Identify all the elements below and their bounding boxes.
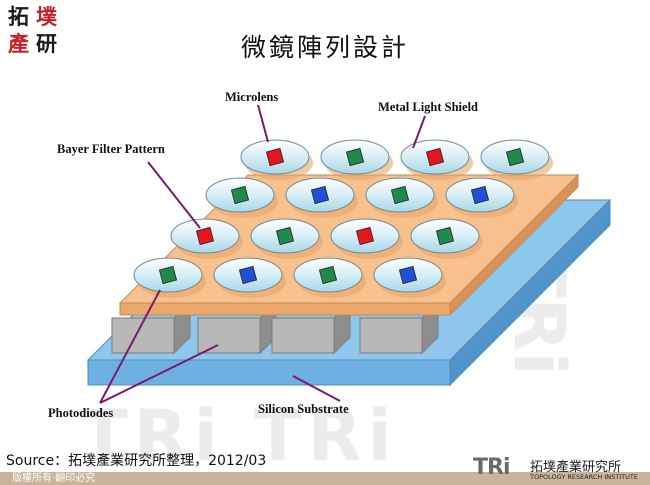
microlens bbox=[480, 139, 553, 180]
bayer-filter-blue bbox=[470, 185, 490, 205]
watermark-text: TRi TRi bbox=[80, 395, 398, 477]
microlens bbox=[213, 257, 286, 298]
label-bayer-filter: Bayer Filter Pattern bbox=[57, 142, 165, 156]
microlens bbox=[365, 177, 438, 218]
microlens bbox=[240, 139, 313, 180]
microlens-layer bbox=[133, 139, 553, 298]
photodiode bbox=[197, 317, 261, 354]
microlens bbox=[293, 257, 366, 298]
bayer-filter-green bbox=[230, 185, 250, 205]
footer-bar: 版權所有‧翻印必究 bbox=[0, 472, 650, 485]
bayer-filter-blue bbox=[310, 185, 330, 205]
logo-char: 產 bbox=[8, 31, 29, 56]
microlens bbox=[410, 218, 483, 259]
logo-char: 拓 bbox=[8, 4, 29, 29]
pointer-line bbox=[99, 289, 161, 404]
microlens bbox=[170, 218, 243, 259]
microlens bbox=[250, 218, 323, 259]
bayer-filter-green bbox=[158, 265, 178, 285]
bayer-filter-green bbox=[505, 147, 525, 167]
logo-char: 研 bbox=[36, 31, 57, 56]
microlens bbox=[285, 177, 358, 218]
bayer-filter-red bbox=[355, 226, 375, 246]
pointer-line bbox=[292, 375, 341, 402]
pointer-lines bbox=[99, 104, 426, 404]
bayer-filter-green bbox=[435, 226, 455, 246]
microlens bbox=[373, 257, 446, 298]
copyright-text: 版權所有‧翻印必究 bbox=[12, 473, 96, 484]
pointer-line bbox=[412, 115, 426, 149]
microlens bbox=[330, 218, 403, 259]
pointer-line bbox=[257, 104, 269, 143]
microlens bbox=[320, 139, 393, 180]
logo: 拓 墣 產 研 bbox=[6, 4, 64, 58]
brand-name-en: TOPOLOGY RESEARCH INSTITUTE bbox=[530, 473, 638, 481]
photodiode bbox=[271, 317, 335, 354]
label-photodiodes: Photodiodes bbox=[48, 406, 114, 420]
bayer-filter-red bbox=[265, 147, 285, 167]
bayer-filter-red bbox=[195, 226, 215, 246]
pointer-line bbox=[99, 344, 219, 404]
bayer-filter-green bbox=[318, 265, 338, 285]
brand-name-cn: 拓墣產業研究所 bbox=[530, 460, 622, 475]
pointer-line bbox=[147, 161, 201, 229]
logo-char: 墣 bbox=[36, 4, 57, 29]
microlens bbox=[133, 257, 206, 298]
label-microlens: Microlens bbox=[225, 90, 279, 104]
page-title: 微鏡陣列設計 bbox=[240, 33, 409, 62]
bayer-filter-green bbox=[345, 147, 365, 167]
label-silicon-substrate: Silicon Substrate bbox=[258, 402, 349, 416]
photodiode bbox=[359, 317, 423, 354]
microlens bbox=[445, 177, 518, 218]
microlens bbox=[400, 139, 473, 180]
brand-logo: TRi bbox=[473, 455, 510, 480]
source-note: Source：拓墣產業研究所整理，2012/03 bbox=[6, 453, 267, 469]
bayer-filter-blue bbox=[238, 265, 258, 285]
bayer-filter-blue bbox=[398, 265, 418, 285]
bayer-filter-green bbox=[390, 185, 410, 205]
bayer-filter-green bbox=[275, 226, 295, 246]
label-metal-light-shield: Metal Light Shield bbox=[378, 100, 479, 114]
bayer-filter-red bbox=[425, 147, 445, 167]
microlens bbox=[205, 177, 278, 218]
